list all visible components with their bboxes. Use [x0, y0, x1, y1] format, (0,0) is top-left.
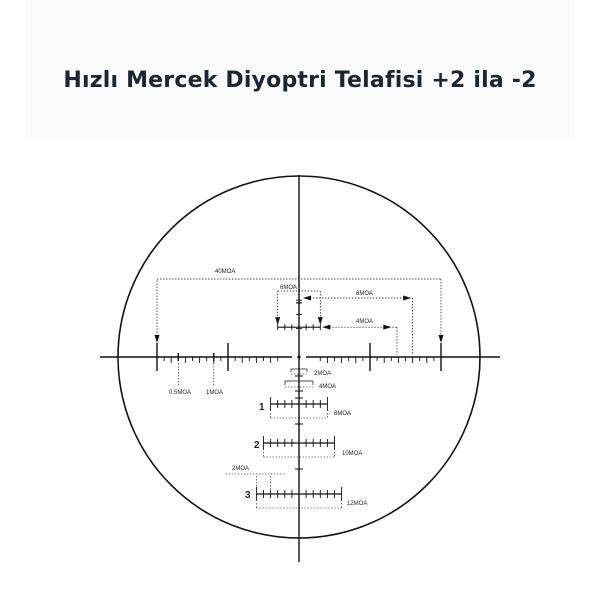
arrow-6moa-left — [275, 317, 281, 326]
arrow-8moa-right — [403, 295, 412, 301]
bar2-number: 2 — [254, 440, 260, 451]
bar3-number: 3 — [245, 490, 251, 501]
center-dot — [297, 355, 301, 359]
bar1-label: 8MOA — [334, 411, 351, 417]
bar2-label: 10MOA — [342, 451, 362, 457]
label-40moa: 40MOA — [215, 269, 235, 275]
label-6moa: 6MOA — [280, 285, 297, 291]
arrow-40moa-right — [438, 335, 444, 343]
page-title: Hızlı Mercek Diyoptri Telafisi +2 ila -2 — [63, 68, 537, 93]
arrow-8moa-left — [303, 295, 311, 301]
title-band — [25, 0, 575, 140]
label-4moa-bracket: 4MOA — [319, 384, 336, 390]
arrow-4moa-left — [322, 324, 331, 330]
arrow-6moa-right — [317, 317, 323, 326]
bar3-spacing-label: 2MOA — [232, 466, 249, 472]
label-2moa-bracket: 2MOA — [314, 371, 331, 377]
label-4moa: 4MOA — [356, 319, 373, 325]
arrow-4moa-right — [383, 324, 392, 330]
bar1-number: 1 — [259, 402, 265, 413]
label-1moa: 1MOA — [206, 390, 223, 396]
label-8moa: 8MOA — [356, 291, 373, 297]
bar3-label: 12MOA — [347, 501, 367, 507]
arrow-40moa-left — [154, 335, 160, 343]
label-0-5moa: 0.5MOA — [169, 390, 191, 396]
